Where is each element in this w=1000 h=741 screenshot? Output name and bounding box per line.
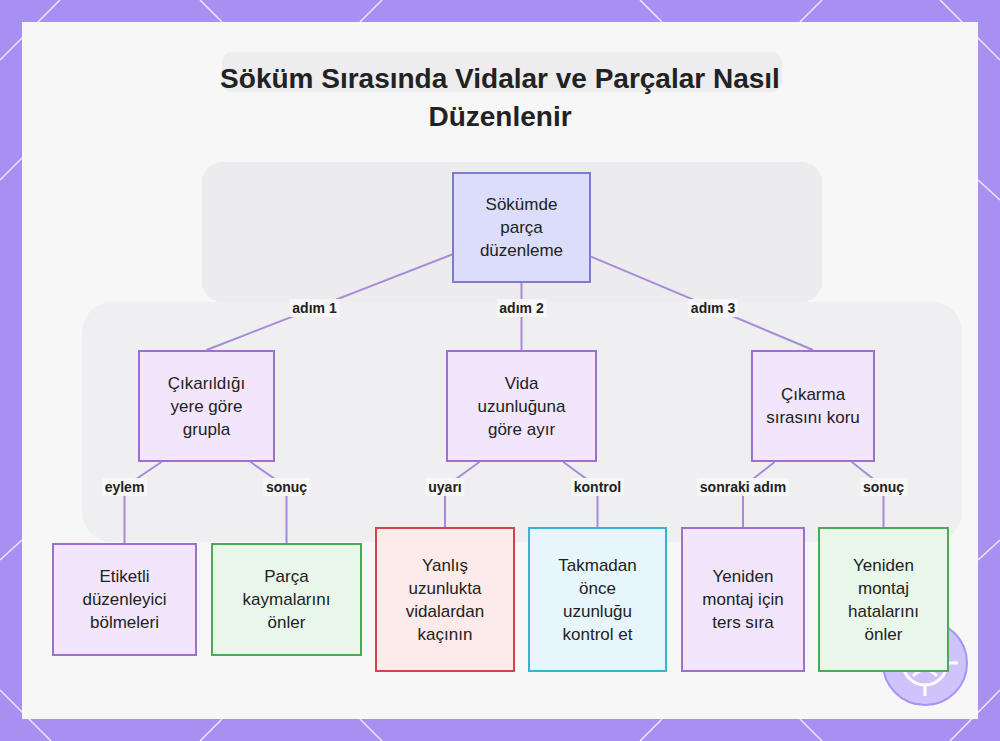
action-box: Etiketli düzenleyici bölmeleri: [52, 543, 197, 656]
connector-line: [591, 257, 813, 350]
edge-label: uyarı: [425, 478, 464, 496]
edge-label: adım 3: [688, 299, 738, 317]
node-text: Yeniden montaj hatalarını önler: [836, 554, 931, 646]
edge-label: sonuç: [263, 478, 310, 496]
check-box: Takmadan önce uzunluğu kontrol et: [528, 527, 667, 672]
step-box: Çıkarıldığı yere göre grupla: [138, 350, 275, 462]
result-box: Yeniden montaj hatalarını önler: [818, 527, 949, 672]
node-text: Çıkarma sırasını koru: [766, 383, 861, 429]
edge-label: sonuç: [860, 478, 907, 496]
step-box: Vida uzunluğuna göre ayır: [446, 350, 597, 462]
edge-label: adım 1: [289, 299, 339, 317]
connector-line: [125, 462, 162, 543]
node-text: Parça kaymalarını önler: [232, 565, 342, 634]
node-text: Yeniden montaj için ters sıra: [696, 565, 791, 634]
result-box: Parça kaymalarını önler: [211, 543, 362, 656]
edge-label: kontrol: [571, 478, 624, 496]
step-box: Çıkarma sırasını koru: [751, 350, 875, 462]
node-text: Takmadan önce uzunluğu kontrol et: [543, 554, 653, 646]
edge-label: adım 2: [496, 299, 546, 317]
next-step-box: Yeniden montaj için ters sıra: [681, 527, 805, 672]
connector-line: [251, 462, 287, 543]
edge-label: sonraki adım: [697, 478, 789, 496]
node-text: Yanlış uzunlukta vidalardan kaçının: [390, 554, 500, 646]
node-text: Sökümde parça düzenleme: [472, 193, 572, 262]
node-text: Vida uzunluğuna göre ayır: [467, 372, 577, 441]
edge-label: eylem: [102, 478, 148, 496]
node-text: Çıkarıldığı yere göre grupla: [152, 372, 262, 441]
node-text: Etiketli düzenleyici bölmeleri: [70, 565, 180, 634]
warning-box: Yanlış uzunlukta vidalardan kaçının: [375, 527, 515, 672]
root-box: Sökümde parça düzenleme: [452, 172, 591, 283]
connector-line: [207, 255, 453, 351]
diagram-title: Söküm Sırasında Vidalar ve Parçalar Nası…: [150, 60, 850, 136]
